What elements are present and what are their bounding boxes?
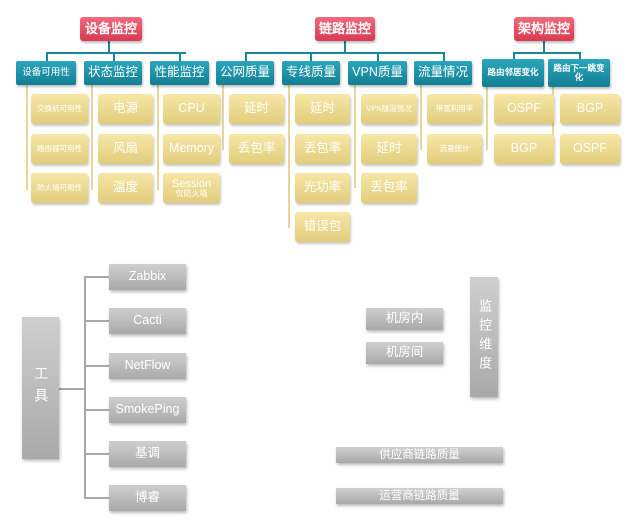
item-memory: Memory <box>163 134 220 164</box>
tool-zabbix: Zabbix <box>109 264 186 290</box>
connector <box>157 80 159 190</box>
item-public-packet-loss: 丢包率 <box>229 134 284 164</box>
connector <box>245 52 247 62</box>
item-optical-power: 光功率 <box>295 173 350 203</box>
item-session: Session 仅防火墙 <box>163 173 220 203</box>
item-ospf-nexthop: OSPF <box>560 134 620 164</box>
connector <box>91 80 93 190</box>
item-ospf-neighbor: OSPF <box>494 94 554 124</box>
sub-private-line-quality: 专线质量 <box>282 61 340 85</box>
item-power: 电源 <box>98 94 153 124</box>
item-router-availability: 路由器可用性 <box>31 134 88 164</box>
dimension-between-rooms: 机房间 <box>366 342 443 364</box>
category-link-monitoring: 链路监控 <box>315 17 375 41</box>
item-private-packet-loss: 丢包率 <box>295 134 350 164</box>
connector <box>377 52 379 62</box>
sub-traffic-status: 流量情况 <box>414 61 472 85</box>
connector <box>288 80 290 228</box>
item-session-label: Session <box>171 177 212 190</box>
item-error-packets: 错误包 <box>295 212 350 242</box>
item-public-latency: 延时 <box>229 94 284 124</box>
tool-netflow: NetFlow <box>109 353 186 379</box>
connector <box>46 52 48 62</box>
item-bgp-neighbor: BGP <box>494 134 554 164</box>
sub-route-neighbor-change: 路由邻居变化 <box>482 59 544 87</box>
tool-jidiao: 基调 <box>109 441 186 467</box>
connector <box>344 31 346 53</box>
tools-connector <box>84 497 110 499</box>
tools-connector <box>59 388 85 390</box>
item-vpn-packet-loss: 丢包率 <box>361 173 417 203</box>
tools-label: 工具 <box>22 317 59 459</box>
connector <box>222 80 224 150</box>
connector <box>443 52 445 62</box>
connector <box>310 52 312 62</box>
tools-connector <box>84 320 110 322</box>
supplier-link-quality: 供应商链路质量 <box>336 447 503 463</box>
sub-route-nexthop-change: 路由下一跳变化 <box>548 59 610 87</box>
sub-vpn-quality: VPN质量 <box>348 61 407 85</box>
connector <box>513 52 515 62</box>
operator-link-quality: 运营商链路质量 <box>336 488 503 504</box>
sub-status-monitoring: 状态监控 <box>84 61 142 85</box>
item-vpn-tunnel: VPN隧道情况 <box>361 94 417 124</box>
item-temperature: 温度 <box>98 173 153 203</box>
connector <box>513 52 581 54</box>
tools-connector <box>84 276 110 278</box>
connector <box>245 52 445 54</box>
connector <box>46 52 186 54</box>
category-architecture-monitoring: 架构监控 <box>514 17 574 41</box>
tools-connector <box>84 276 86 498</box>
tools-connector <box>84 365 110 367</box>
connector <box>354 80 356 188</box>
connector <box>486 80 488 150</box>
tool-smokeping: SmokePing <box>109 397 186 423</box>
connector <box>420 80 422 150</box>
item-bgp-nexthop: BGP <box>560 94 620 124</box>
item-fan: 风扇 <box>98 134 153 164</box>
category-device-monitoring: 设备监控 <box>80 17 142 41</box>
connector <box>108 31 110 53</box>
dimension-in-room: 机房内 <box>366 308 443 330</box>
tool-borui: 博睿 <box>109 485 186 511</box>
item-vpn-latency: 延时 <box>361 134 417 164</box>
tool-cacti: Cacti <box>109 308 186 334</box>
dimension-label: 监控维度 <box>470 277 498 397</box>
connector <box>579 52 581 62</box>
connector <box>179 52 181 62</box>
item-bandwidth-utilization: 带宽利用率 <box>427 94 482 124</box>
item-private-latency: 延时 <box>295 94 350 124</box>
connector <box>26 80 28 190</box>
tools-connector <box>84 453 110 455</box>
item-firewall-availability: 防火墙可用性 <box>31 173 88 203</box>
sub-device-availability: 设备可用性 <box>16 61 76 85</box>
connector <box>113 52 115 62</box>
item-flow-statistics: 流量统计 <box>427 134 482 164</box>
connector <box>543 31 545 53</box>
sub-performance-monitoring: 性能监控 <box>150 61 209 85</box>
item-switch-availability: 交换机可用性 <box>31 94 88 124</box>
tools-connector <box>84 409 110 411</box>
sub-public-network-quality: 公网质量 <box>216 61 274 85</box>
item-session-note: 仅防火墙 <box>175 188 208 198</box>
item-cpu: CPU <box>163 94 220 124</box>
